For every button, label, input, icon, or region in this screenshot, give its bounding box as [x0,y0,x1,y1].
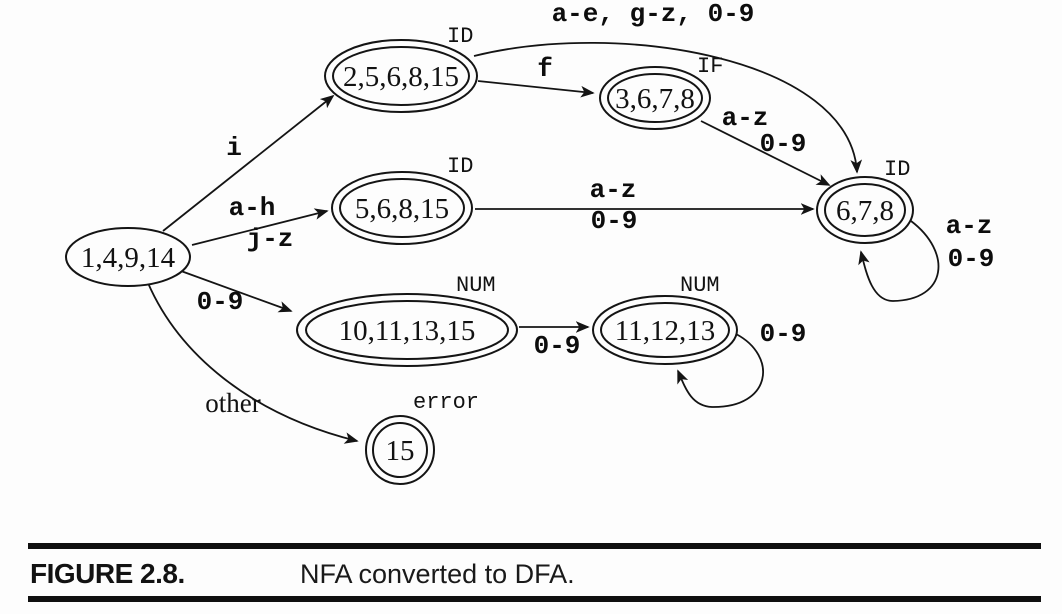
state-id3-label: 6,7,8 [836,195,894,227]
edge-if-to-id3 [700,120,831,186]
state-if-tag: IF [697,54,723,79]
state-id3-tag: ID [884,157,910,182]
state-id2-inner-ellipse [339,178,465,238]
state-error-inner-circle [372,422,428,478]
state-id3: 6,7,8 ID [816,157,914,244]
state-num1-inner-ellipse [305,300,509,360]
label-id2-0-9: 0-9 [591,206,638,236]
transition-edges [147,42,940,444]
caption-top-rule [28,543,1041,549]
label-id3-loop-a-z: a-z [946,211,993,241]
state-id3-inner-ellipse [824,183,906,237]
state-if-inner-ellipse [607,73,703,123]
label-f: f [537,54,553,84]
state-num1-label: 10,11,13,15 [339,315,476,347]
state-id1: 2,5,6,8,15 ID [324,24,478,113]
state-num2-tag: NUM [680,273,720,298]
edge-start-to-id2 [191,208,329,246]
label-a-e-g-z-0-9: a-e, g-z, 0-9 [552,0,755,29]
state-error: 15 error [365,390,479,485]
edge-start-to-num1 [180,270,293,313]
state-error-label: 15 [386,435,415,467]
edge-id1-to-id3-curve [473,42,863,174]
edge-num2-self-loop [677,333,764,408]
label-if-0-9: 0-9 [760,129,807,159]
label-num-0-9: 0-9 [534,331,581,361]
caption-bottom-rule [28,596,1041,602]
state-start-label: 1,4,9,14 [81,242,176,274]
state-id1-label: 2,5,6,8,15 [343,61,459,93]
state-id2-tag: ID [447,154,473,179]
label-other: other [205,388,260,418]
figure-number-label: FIGURE 2.8. [30,558,185,589]
transition-labels: i a-h j-z 0-9 other f a-e, g-z, 0-9 a-z … [197,0,995,418]
label-id2-a-z: a-z [590,175,637,205]
state-start: 1,4,9,14 [65,227,191,287]
edge-id3-self-loop [858,220,940,302]
dfa-state-diagram: i a-h j-z 0-9 other f a-e, g-z, 0-9 a-z … [65,0,995,485]
state-if-label: 3,6,7,8 [615,83,695,115]
state-num2-inner-ellipse [600,302,730,358]
label-a-h: a-h [229,193,276,223]
state-id1-tag: ID [447,24,473,49]
state-id2: 5,6,8,15 ID [331,154,473,245]
label-id3-loop-0-9: 0-9 [948,244,995,274]
state-num2-label: 11,12,13 [615,315,715,347]
state-id2-label: 5,6,8,15 [355,193,449,225]
state-error-tag: error [413,390,479,415]
state-num1: 10,11,13,15 NUM [296,273,518,367]
edge-start-to-error [147,282,359,444]
label-j-z: j-z [247,224,294,254]
state-num2: 11,12,13 NUM [592,273,738,365]
state-id1-inner-ellipse [332,46,470,106]
label-0-9-to-num: 0-9 [197,287,244,317]
label-num2-loop-0-9: 0-9 [760,319,807,349]
state-num1-tag: NUM [456,273,496,298]
state-if: 3,6,7,8 IF [599,54,723,130]
edge-id1-to-if [477,80,595,98]
label-i: i [226,133,242,163]
state-start-ellipse [65,227,191,287]
figure-caption-text: NFA converted to DFA. [300,559,575,589]
label-if-a-z: a-z [722,103,769,133]
edge-start-to-id1 [162,94,335,232]
